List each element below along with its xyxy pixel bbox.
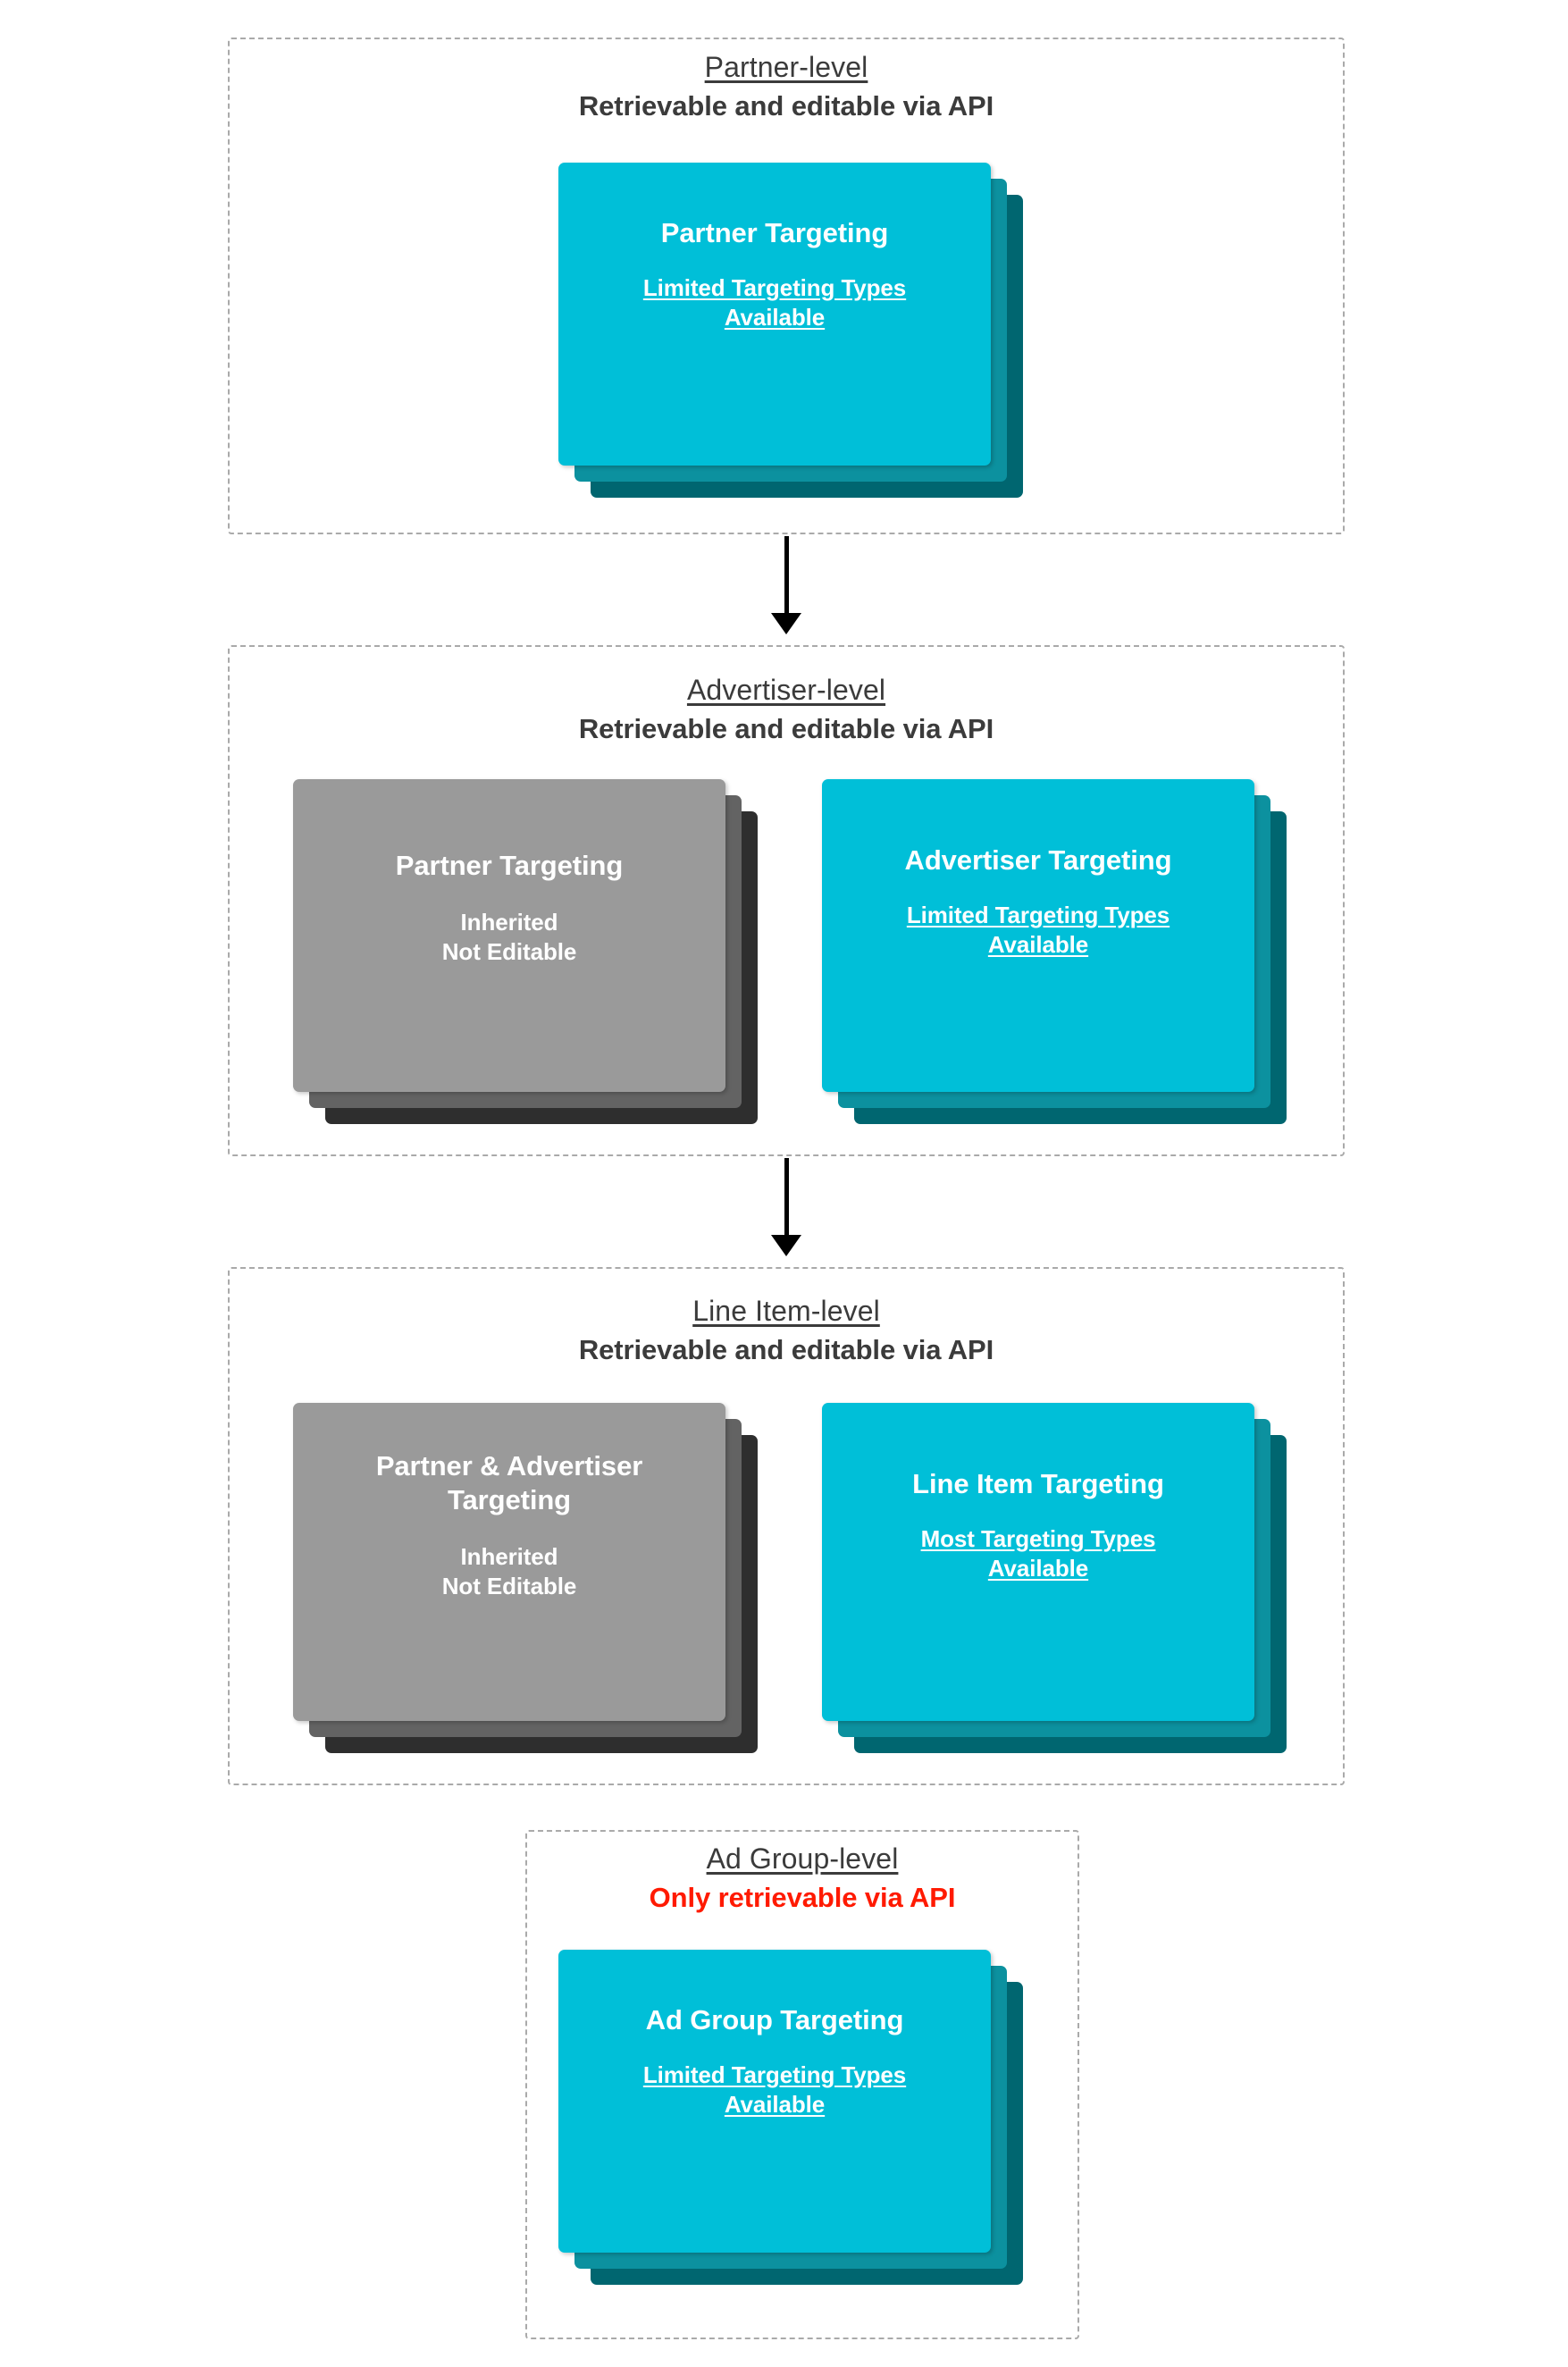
card-note: Limited Targeting Types Available [906, 901, 1170, 959]
card-stack-line-item-inherited[interactable]: Partner & Advertiser Targeting Inherited… [293, 1403, 758, 1753]
card-ad-group-targeting[interactable]: Ad Group Targeting Limited Targeting Typ… [558, 1950, 991, 2253]
arrow-line [784, 1158, 789, 1237]
card-title: Partner Targeting [395, 850, 624, 881]
card-partner-targeting[interactable]: Partner Targeting Limited Targeting Type… [558, 163, 991, 466]
card-line-item-inherited[interactable]: Partner & Advertiser Targeting Inherited… [293, 1403, 725, 1721]
panel-ad-group-level-api-note: Only retrievable via API [649, 1882, 956, 1914]
panel-ad-group-level [525, 1830, 1079, 2339]
arrow-advertiser-to-line-item [759, 1158, 813, 1256]
card-stack-advertiser-inherited[interactable]: Partner Targeting Inherited Not Editable [293, 779, 758, 1124]
panel-partner-level-label: Partner-level [704, 51, 868, 83]
panel-line-item-level-header: Line Item-level Retrievable and editable… [228, 1293, 1345, 1367]
panel-advertiser-level [228, 645, 1345, 1156]
arrow-partner-to-advertiser [759, 536, 813, 634]
card-advertiser-targeting[interactable]: Advertiser Targeting Limited Targeting T… [822, 779, 1254, 1092]
card-advertiser-inherited-partner[interactable]: Partner Targeting Inherited Not Editable [293, 779, 725, 1092]
card-stack-line-item-targeting[interactable]: Line Item Targeting Most Targeting Types… [822, 1403, 1287, 1753]
card-note: Limited Targeting Types Available [642, 273, 907, 332]
card-note: Limited Targeting Types Available [642, 2061, 907, 2119]
card-note-line-1: Inherited [460, 1542, 558, 1570]
arrow-head [771, 1235, 801, 1256]
panel-advertiser-level-api-note: Retrievable and editable via API [578, 713, 994, 745]
card-note-line-1: Inherited [460, 908, 558, 936]
panel-line-item-level-label: Line Item-level [692, 1295, 880, 1327]
panel-partner-level-header: Partner-level Retrievable and editable v… [228, 49, 1345, 123]
panel-advertiser-level-header: Advertiser-level Retrievable and editabl… [228, 672, 1345, 746]
arrow-head [771, 613, 801, 634]
card-note-line-2: Not Editable [441, 1572, 577, 1599]
card-title: Partner & Advertiser Targeting [375, 1450, 643, 1515]
card-note: Most Targeting Types Available [920, 1524, 1156, 1582]
card-stack-ad-group-targeting[interactable]: Ad Group Targeting Limited Targeting Typ… [558, 1950, 1023, 2285]
panel-advertiser-level-label: Advertiser-level [686, 674, 886, 706]
panel-partner-level-api-note: Retrievable and editable via API [578, 90, 994, 122]
card-title: Advertiser Targeting [904, 844, 1172, 876]
panel-ad-group-level-header: Ad Group-level Only retrievable via API [525, 1841, 1079, 1915]
panel-ad-group-level-label: Ad Group-level [706, 1842, 899, 1875]
panel-partner-level [228, 38, 1345, 534]
card-title: Line Item Targeting [912, 1468, 1164, 1499]
card-title: Partner Targeting [660, 217, 889, 248]
panel-line-item-level-api-note: Retrievable and editable via API [578, 1334, 994, 1366]
card-note-line-2: Not Editable [441, 938, 577, 966]
card-line-item-targeting[interactable]: Line Item Targeting Most Targeting Types… [822, 1403, 1254, 1721]
arrow-line [784, 536, 789, 615]
card-title: Ad Group Targeting [645, 2004, 904, 2035]
card-stack-advertiser-targeting[interactable]: Advertiser Targeting Limited Targeting T… [822, 779, 1287, 1124]
card-stack-partner-targeting[interactable]: Partner Targeting Limited Targeting Type… [558, 163, 1023, 498]
panel-line-item-level [228, 1267, 1345, 1785]
